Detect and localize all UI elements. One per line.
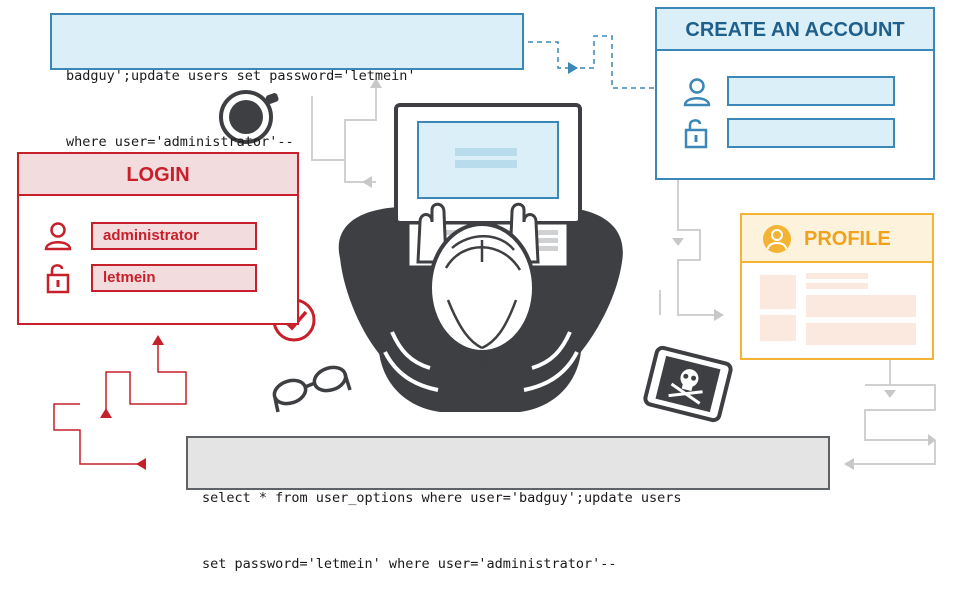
padlock-icon	[684, 119, 708, 149]
profile-image-placeholder	[760, 315, 796, 341]
user-avatar-icon	[763, 225, 791, 253]
user-icon	[44, 222, 72, 251]
sql-query-line-2: set password='letmein' where user='admin…	[202, 556, 617, 572]
sql-payload-line-1: badguy';update users set password='letme…	[66, 68, 416, 84]
create-account-password-field[interactable]	[727, 118, 895, 148]
sql-query-box: select * from user_options where user='b…	[186, 436, 830, 572]
profile-text-placeholder	[806, 323, 916, 345]
sql-payload-line-2: where user='administrator'--	[66, 134, 294, 150]
profile-image-placeholder	[760, 275, 796, 309]
coffee-cup-icon	[219, 90, 279, 144]
red-connector	[53, 345, 187, 465]
login-form: LOGIN administrator letmein	[17, 152, 299, 325]
profile-card: PROFILE	[740, 213, 934, 360]
sql-injection-payload-box: badguy';update users set password='letme…	[50, 13, 524, 150]
glasses-icon	[272, 365, 352, 413]
sql-query-line-1: select * from user_options where user='b…	[202, 490, 682, 506]
illustration-layer	[53, 35, 936, 470]
blue-arrowhead	[568, 62, 578, 74]
login-password-field[interactable]: letmein	[91, 264, 257, 292]
login-title: LOGIN	[19, 154, 297, 196]
padlock-icon	[46, 264, 70, 294]
phone-skull-icon	[643, 345, 733, 423]
person-head-icon	[428, 222, 536, 368]
create-account-form: CREATE AN ACCOUNT	[655, 7, 935, 180]
create-account-title: CREATE AN ACCOUNT	[657, 9, 933, 51]
blue-dashed-connector	[528, 35, 670, 89]
create-account-username-field[interactable]	[727, 76, 895, 106]
red-arrowhead	[136, 458, 146, 470]
red-arrowhead	[152, 335, 164, 345]
gray-arrowheads	[362, 78, 936, 470]
profile-text-placeholder	[806, 273, 868, 279]
red-arrowhead	[100, 408, 112, 418]
profile-text-placeholder	[806, 295, 916, 317]
login-username-field[interactable]: administrator	[91, 222, 257, 250]
user-icon	[683, 78, 711, 107]
profile-text-placeholder	[806, 283, 868, 289]
gray-connectors	[311, 82, 936, 465]
